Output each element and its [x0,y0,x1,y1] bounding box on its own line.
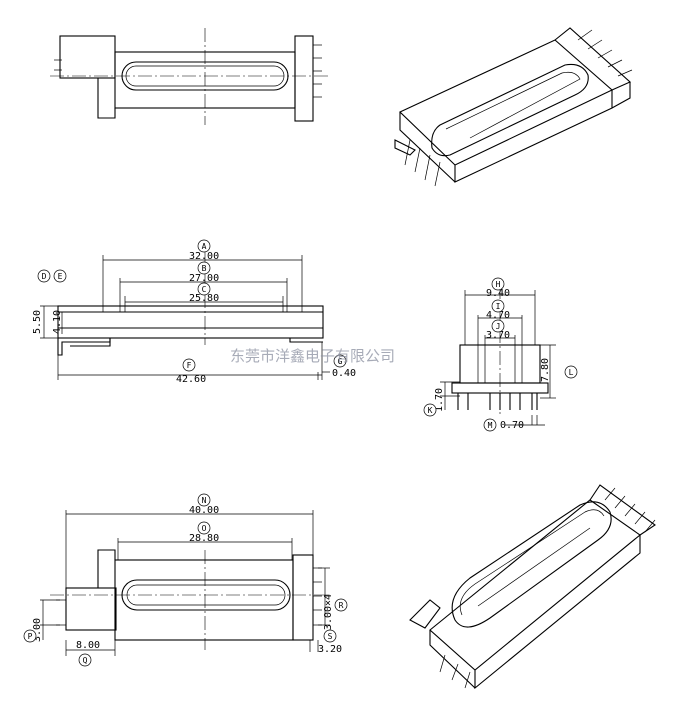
dim-D-value: 5.50 [32,310,43,334]
dim-M-value: 0.70 [500,420,524,431]
label-marker-I: I [491,299,505,313]
bottom-view [40,510,330,656]
svg-text:Q: Q [83,656,88,665]
label-marker-H: H [491,277,505,291]
svg-text:I: I [496,302,501,311]
svg-text:J: J [496,322,501,331]
end-view [440,285,556,426]
svg-text:D: D [42,272,47,281]
svg-text:B: B [202,264,207,273]
label-markers: A B C D E F G H I J K L M N O P Q R S [23,239,578,667]
svg-text:M: M [488,421,493,430]
label-marker-R: R [334,598,348,612]
svg-text:N: N [202,496,207,505]
isometric-view-1 [394,27,633,187]
label-marker-F: F [182,358,196,372]
label-marker-G: G [333,354,347,368]
dim-J-value: 3.70 [486,330,510,341]
label-marker-P: P [23,629,37,643]
label-marker-B: B [197,261,211,275]
label-marker-N: N [197,493,211,507]
label-marker-L: L [564,365,578,379]
isometric-view-2 [409,484,656,690]
dim-B-value: 27.00 [189,273,219,284]
dim-L-value: 7.80 [540,358,551,382]
label-marker-D: D [37,269,51,283]
dim-C-value: 25.80 [189,293,219,304]
svg-text:S: S [328,632,333,641]
label-marker-Q: Q [78,653,92,667]
svg-text:R: R [339,601,344,610]
label-marker-C: C [197,282,211,296]
svg-text:C: C [202,285,207,294]
dim-Q-value: 8.00 [76,640,100,651]
label-marker-M: M [483,418,497,432]
svg-text:L: L [569,368,574,377]
svg-text:E: E [58,272,63,281]
dim-R-value: 3.00×4 [323,594,334,630]
dim-K-value: 1.70 [434,388,445,412]
svg-text:A: A [202,242,207,251]
svg-text:H: H [496,280,501,289]
company-watermark: 东莞市洋鑫电子有限公司 [230,347,395,365]
svg-text:F: F [187,361,192,370]
dim-G-value: 0.40 [332,368,356,379]
dim-E-value: 4.10 [52,310,63,334]
label-marker-O: O [197,521,211,535]
label-marker-K: K [423,403,437,417]
dim-I-value: 4.70 [486,310,510,321]
dim-S-value: 3.20 [318,644,342,655]
label-marker-E: E [53,269,67,283]
label-marker-J: J [491,319,505,333]
label-marker-A: A [197,239,211,253]
dim-H-value: 9.40 [486,288,510,299]
svg-text:O: O [202,524,207,533]
side-view [40,250,330,380]
top-view [50,28,330,125]
dim-N-value: 40.00 [189,505,219,516]
svg-text:K: K [428,406,433,415]
dim-A-value: 32.00 [189,251,219,262]
svg-text:P: P [28,632,33,641]
dim-O-value: 28.80 [189,533,219,544]
dim-P-value: 3.00 [32,618,43,642]
dimension-texts: 32.00 27.00 25.80 42.60 0.40 5.50 4.10 9… [32,251,551,655]
svg-text:G: G [338,357,343,366]
dim-F-value: 42.60 [176,374,206,385]
label-marker-S: S [323,629,337,643]
